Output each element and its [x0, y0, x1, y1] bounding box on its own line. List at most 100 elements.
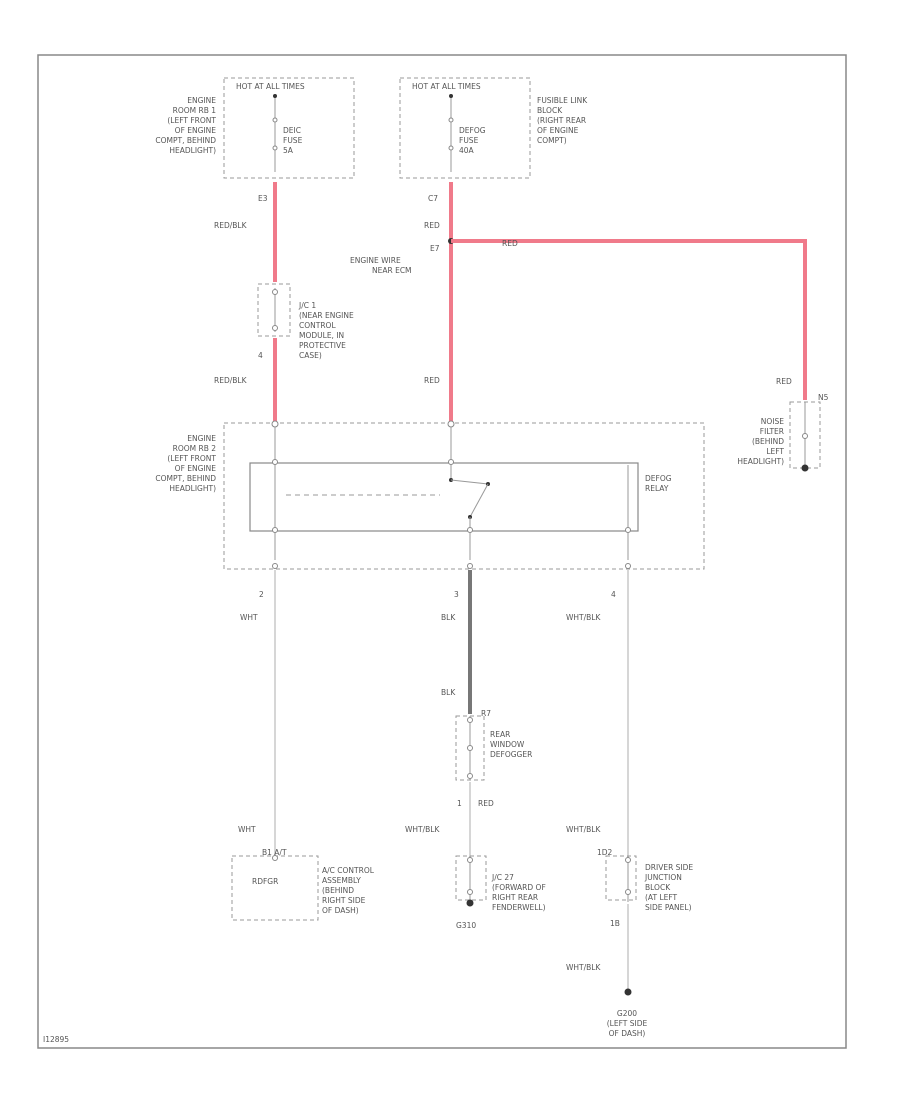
fuse-box-left	[223, 77, 355, 179]
wire-left-pin-top: E3	[258, 194, 268, 203]
fuse-left-fuse: FUSE	[283, 136, 303, 145]
wire-branch-color: RED	[502, 239, 518, 248]
svg-text:OF DASH): OF DASH)	[322, 906, 359, 915]
djb-pin: 1D2	[597, 848, 613, 857]
ac-label: A/C CONTROL ASSEMBLY (BEHIND RIGHT SIDE …	[322, 866, 375, 915]
svg-text:HEADLIGHT): HEADLIGHT)	[169, 146, 216, 155]
svg-text:CONTROL: CONTROL	[299, 321, 336, 330]
out-right-color: WHT/BLK	[566, 613, 601, 622]
driver-junction-block	[605, 855, 637, 901]
defogger-wire-in: BLK	[441, 688, 456, 697]
defogger-pin-out: 1	[457, 799, 462, 808]
junction-jc27	[455, 855, 487, 901]
svg-text:RIGHT REAR: RIGHT REAR	[492, 893, 538, 902]
fuse-right-fuse: FUSE	[459, 136, 479, 145]
svg-text:RIGHT SIDE: RIGHT SIDE	[322, 896, 366, 905]
fuse-right-name: DEFOG	[459, 126, 486, 135]
svg-text:OF ENGINE: OF ENGINE	[175, 464, 217, 473]
out-left-color: WHT	[240, 613, 258, 622]
wire-center-pin-top: C7	[428, 194, 438, 203]
svg-text:G200: G200	[617, 1009, 637, 1018]
svg-text:COMPT, BEHIND: COMPT, BEHIND	[155, 474, 216, 483]
svg-text:CASE): CASE)	[299, 351, 322, 360]
noise-filter-label: NOISE FILTER (BEHIND LEFT HEADLIGHT)	[737, 417, 784, 466]
noise-filter-ground	[801, 464, 809, 472]
defogger-label: REAR WINDOW DEFOGGER	[490, 730, 532, 759]
out-left-pin: 2	[259, 590, 264, 599]
fuse-left-name: DEIC	[283, 126, 301, 135]
svg-text:HEADLIGHT): HEADLIGHT)	[737, 457, 784, 466]
ac-control-assembly	[231, 855, 319, 921]
svg-text:OF ENGINE: OF ENGINE	[175, 126, 217, 135]
svg-text:(BEHIND: (BEHIND	[752, 437, 784, 446]
svg-text:JUNCTION: JUNCTION	[644, 873, 682, 882]
svg-text:J/C 27: J/C 27	[491, 873, 514, 882]
djb-pin-out: 1B	[610, 919, 620, 928]
fuse-right-rating: 40A	[459, 146, 475, 155]
svg-text:FILTER: FILTER	[760, 427, 784, 436]
svg-text:SIDE PANEL): SIDE PANEL)	[645, 903, 692, 912]
fuse-box-right	[399, 77, 531, 179]
ground-g200-label: G200 (LEFT SIDE OF DASH)	[607, 1009, 648, 1038]
svg-text:ROOM RB 2: ROOM RB 2	[173, 444, 217, 453]
svg-text:J/C 1: J/C 1	[298, 301, 316, 310]
fuse-left-location: ENGINE ROOM RB 1 (LEFT FRONT OF ENGINE C…	[155, 96, 216, 155]
out-center-color: BLK	[441, 613, 456, 622]
defog-relay	[249, 462, 639, 532]
ac-pins: B1 A/T	[262, 848, 287, 857]
ground-g310	[466, 899, 474, 907]
splice-e7-id: E7	[430, 244, 440, 253]
noise-filter-color: RED	[776, 377, 792, 386]
wire-left-color-mid: RED/BLK	[214, 376, 248, 385]
svg-text:(LEFT FRONT: (LEFT FRONT	[167, 454, 216, 463]
svg-text:BLOCK: BLOCK	[537, 106, 563, 115]
svg-text:DRIVER SIDE: DRIVER SIDE	[645, 863, 693, 872]
svg-text:NOISE: NOISE	[761, 417, 784, 426]
out-center-pin: 3	[454, 590, 459, 599]
bottom-center-color: WHT/BLK	[405, 825, 440, 834]
bottom-left-color: WHT	[238, 825, 256, 834]
svg-text:(FORWARD OF: (FORWARD OF	[492, 883, 546, 892]
svg-text:DEFOGGER: DEFOGGER	[490, 750, 532, 759]
svg-text:COMPT, BEHIND: COMPT, BEHIND	[155, 136, 216, 145]
wire-branch-red	[451, 239, 807, 400]
splice-e7-label-1: ENGINE WIRE	[350, 256, 401, 265]
wire-center-color-low: RED	[424, 376, 440, 385]
ground-g200	[624, 988, 632, 996]
fuse-left-rating: 5A	[283, 146, 294, 155]
wire-left-pin-mid: 4	[258, 351, 263, 360]
relay-block-location: ENGINE ROOM RB 2 (LEFT FRONT OF ENGINE C…	[155, 434, 216, 493]
svg-text:HEADLIGHT): HEADLIGHT)	[169, 484, 216, 493]
svg-text:(LEFT FRONT: (LEFT FRONT	[167, 116, 216, 125]
djb-label: DRIVER SIDE JUNCTION BLOCK (AT LEFT SIDE…	[644, 863, 693, 912]
svg-text:(NEAR ENGINE: (NEAR ENGINE	[299, 311, 354, 320]
svg-text:ENGINE: ENGINE	[187, 96, 216, 105]
svg-text:ENGINE: ENGINE	[187, 434, 216, 443]
fuse-left-header: HOT AT ALL TIMES	[236, 82, 305, 91]
svg-text:(BEHIND: (BEHIND	[322, 886, 354, 895]
jc27-label: J/C 27 (FORWARD OF RIGHT REAR FENDERWELL…	[491, 873, 546, 912]
svg-text:ASSEMBLY: ASSEMBLY	[322, 876, 361, 885]
svg-text:(RIGHT REAR: (RIGHT REAR	[537, 116, 586, 125]
svg-text:WINDOW: WINDOW	[490, 740, 525, 749]
svg-text:OF ENGINE: OF ENGINE	[537, 126, 579, 135]
noise-filter-pin: N5	[818, 393, 829, 402]
svg-text:MODULE, IN: MODULE, IN	[299, 331, 344, 340]
junction-jc1	[257, 283, 291, 337]
svg-text:PROTECTIVE: PROTECTIVE	[299, 341, 346, 350]
fuse-right-header: HOT AT ALL TIMES	[412, 82, 481, 91]
relay-switch-arm	[469, 483, 489, 518]
defogger-pin-in: R7	[481, 709, 491, 718]
ac-device: RDFGR	[252, 877, 278, 886]
svg-text:(LEFT SIDE: (LEFT SIDE	[607, 1019, 648, 1028]
splice-e7-label-2: NEAR ECM	[372, 266, 412, 275]
relay-name-1: DEFOG	[645, 474, 672, 483]
relay-block	[223, 422, 705, 570]
fuse-right-location: FUSIBLE LINK BLOCK (RIGHT REAR OF ENGINE…	[537, 96, 588, 145]
svg-text:COMPT): COMPT)	[537, 136, 567, 145]
svg-text:FUSIBLE LINK: FUSIBLE LINK	[537, 96, 588, 105]
defogger-color-out: RED	[478, 799, 494, 808]
diagram-id: I12895	[43, 1035, 69, 1044]
diagram-frame	[37, 54, 847, 1049]
